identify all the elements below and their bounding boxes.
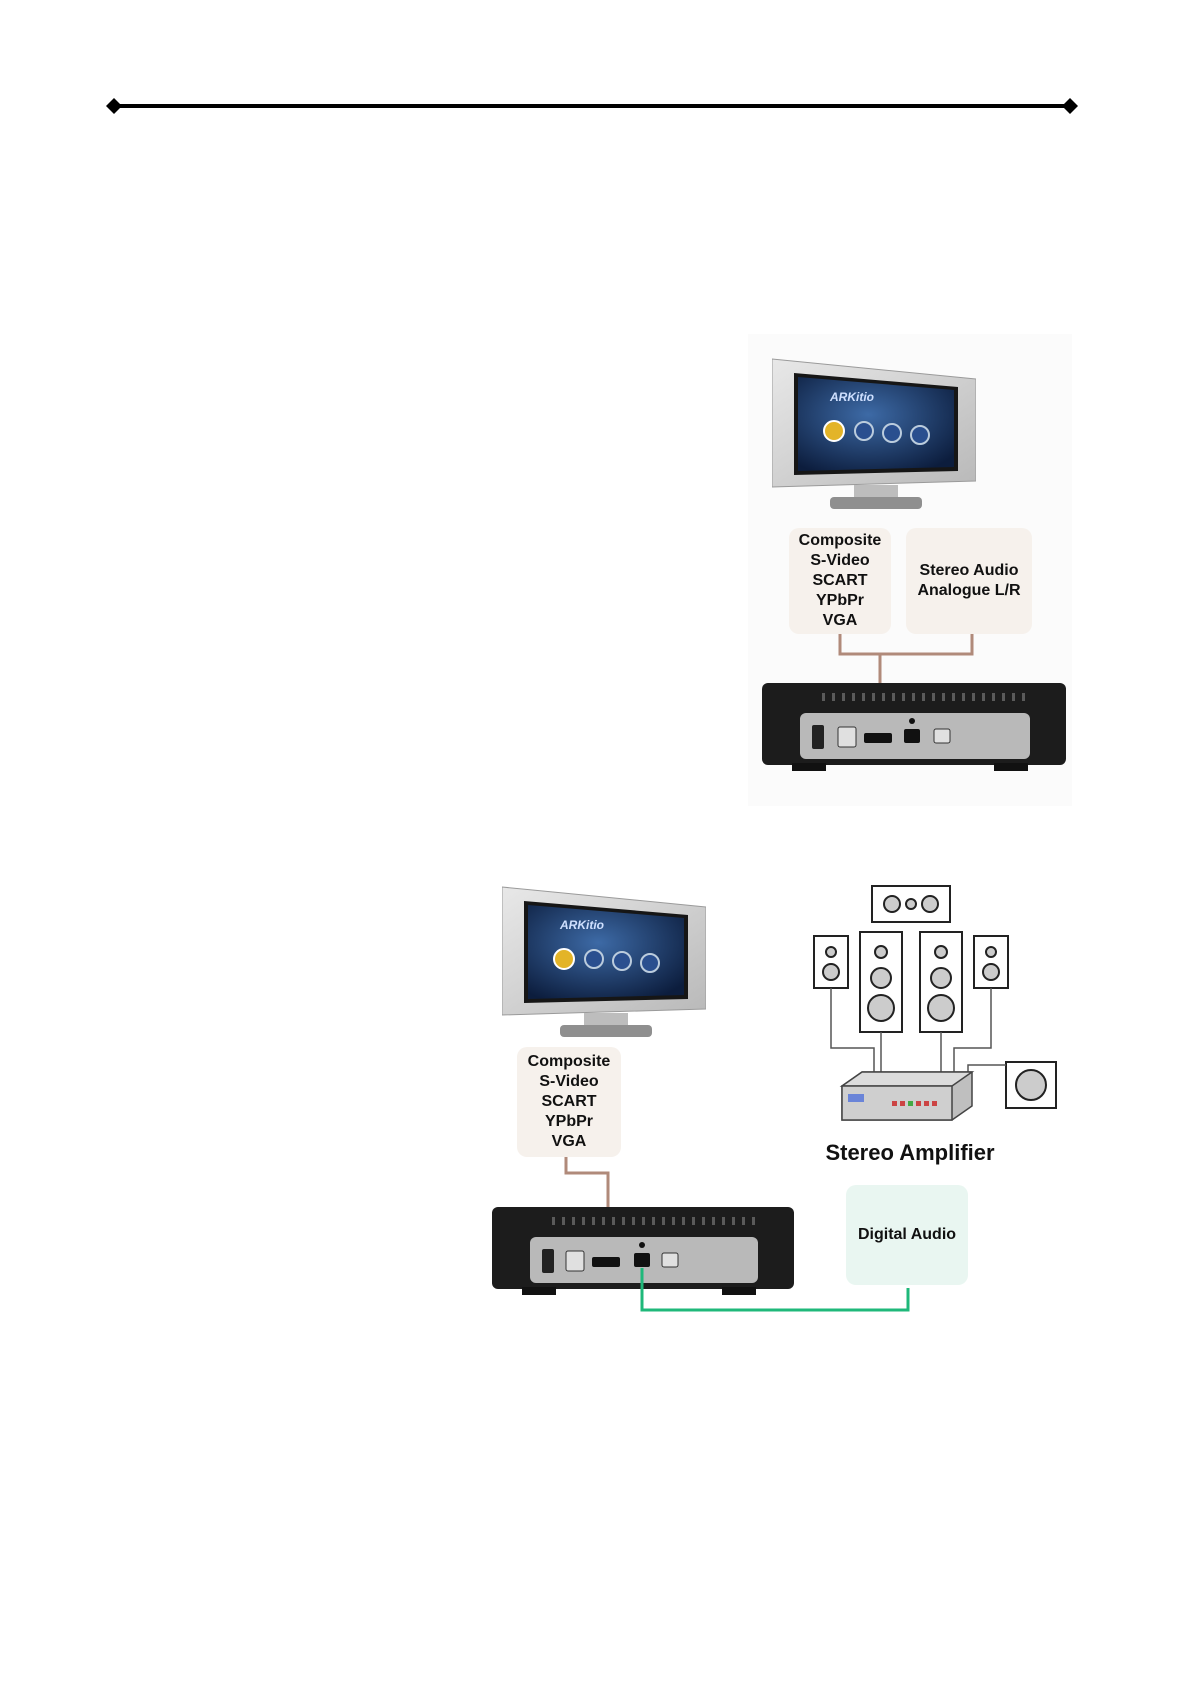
- video-output-label-box-1: Composite S-Video SCART YPbPr VGA: [789, 528, 891, 634]
- video-output-svideo: S-Video: [539, 1072, 598, 1092]
- tv-monitor-1: ARKitio: [772, 355, 976, 513]
- digital-audio-cable: [636, 1268, 916, 1318]
- video-output-composite: Composite: [528, 1052, 611, 1072]
- video-output-vga: VGA: [552, 1132, 587, 1152]
- left-surround-speaker: [814, 936, 848, 988]
- media-player-rear-1: [762, 683, 1066, 775]
- speaker-system: [808, 880, 1072, 1140]
- audio-output-analogue: Analogue L/R: [917, 581, 1020, 601]
- video-output-vga: VGA: [823, 611, 858, 631]
- video-output-label-box-2: Composite S-Video SCART YPbPr VGA: [517, 1047, 621, 1157]
- amplifier: [842, 1072, 972, 1120]
- audio-output-label-box: Stereo Audio Analogue L/R: [906, 528, 1032, 634]
- rule-right-diamond: [1062, 98, 1078, 114]
- digital-audio-label: Digital Audio: [858, 1225, 956, 1245]
- center-speaker: [872, 886, 950, 922]
- video-output-composite: Composite: [799, 531, 882, 551]
- right-surround-speaker: [974, 936, 1008, 988]
- amplifier-label: Stereo Amplifier: [800, 1140, 1020, 1166]
- header-rule: [100, 88, 1090, 124]
- rule-left-diamond: [106, 98, 122, 114]
- tv2-logo: ARKitio: [559, 918, 604, 932]
- video-output-ypbpr: YPbPr: [816, 591, 864, 611]
- audio-output-stereo: Stereo Audio: [920, 561, 1019, 581]
- video-output-scart: SCART: [812, 571, 867, 591]
- right-front-speaker: [920, 932, 962, 1032]
- subwoofer: [1006, 1062, 1056, 1108]
- video-output-svideo: S-Video: [810, 551, 869, 571]
- video-output-ypbpr: YPbPr: [545, 1112, 593, 1132]
- tv1-logo: ARKitio: [829, 390, 874, 404]
- video-output-scart: SCART: [541, 1092, 596, 1112]
- tv-monitor-2: ARKitio: [502, 883, 706, 1041]
- left-front-speaker: [860, 932, 902, 1032]
